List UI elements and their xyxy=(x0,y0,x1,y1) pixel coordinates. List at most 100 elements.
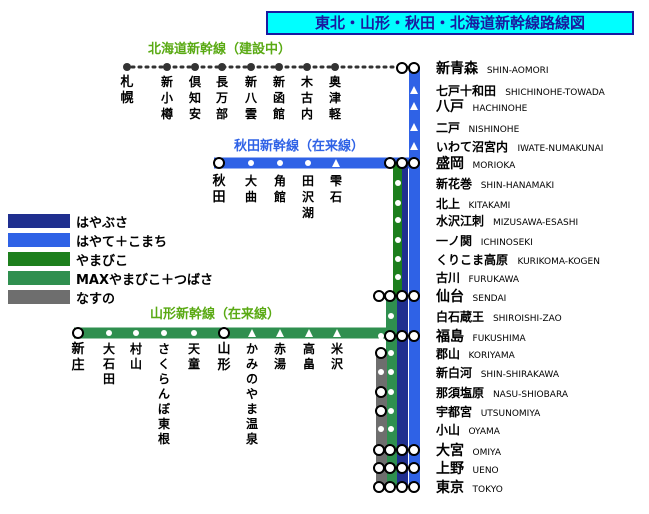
station-romaji: SHIROISHI-ZAO xyxy=(493,314,562,324)
trunk-triangle xyxy=(410,123,418,131)
station-label-char: さ xyxy=(158,342,170,356)
trunk-station-dot xyxy=(378,333,384,339)
major-station-node xyxy=(375,347,387,359)
station-label: 雫石 xyxy=(329,174,342,204)
major-station-node xyxy=(375,405,387,417)
station-label-char: 山 xyxy=(217,341,230,357)
yamagata-station-node xyxy=(161,330,167,336)
station-label-char: 村 xyxy=(130,341,142,356)
station-label-char: 角 xyxy=(274,173,286,188)
hokkaido-station-node xyxy=(331,63,339,71)
major-station-node xyxy=(408,157,420,169)
station-label: 倶知安 xyxy=(188,74,202,121)
major-station-node xyxy=(384,462,396,474)
major-station-node xyxy=(408,462,420,474)
station-romaji: SHIN-HANAMAKI xyxy=(481,181,554,191)
station-label-char: 天 xyxy=(188,342,201,356)
station-label: 二戸 xyxy=(436,121,460,135)
major-station-node xyxy=(396,62,408,74)
station-label: 高畠 xyxy=(303,341,315,371)
major-station-node xyxy=(375,386,387,398)
akita-station-node xyxy=(248,160,254,166)
major-station-node xyxy=(384,157,396,169)
station-label-char: 曲 xyxy=(245,189,257,204)
station-label-char: ら xyxy=(158,372,170,386)
station-label-char: ま xyxy=(246,402,258,416)
station-label: いわて沼宮内 xyxy=(436,139,508,154)
station-label-char: 長 xyxy=(216,74,229,89)
station-label-char: 倶 xyxy=(188,74,202,89)
station-label: 七戸十和田 xyxy=(436,83,496,98)
station-label-char: 泉 xyxy=(246,431,259,446)
major-station-node xyxy=(408,290,420,302)
station-label: くりこま高原 xyxy=(436,252,508,267)
major-station-node xyxy=(408,330,420,342)
station-label: 角館 xyxy=(273,173,286,204)
trunk-station-dot xyxy=(378,313,384,319)
station-label: 新函館 xyxy=(272,74,285,121)
hokkaido-station-node xyxy=(275,63,283,71)
station-label: 秋田 xyxy=(212,173,226,205)
hokkaido-station-node xyxy=(303,63,311,71)
station-romaji: KITAKAMI xyxy=(468,201,510,211)
station-label-char: 田 xyxy=(212,190,225,205)
station-label-char: ん xyxy=(158,387,170,401)
nasuno-trunk xyxy=(376,353,387,487)
station-romaji: OYAMA xyxy=(468,427,500,437)
station-romaji: SHICHINOHE-TOWADA xyxy=(505,88,605,98)
station-label-char: く xyxy=(158,357,170,371)
major-station-node xyxy=(408,481,420,493)
yamagata-station-triangle xyxy=(248,329,256,337)
legend-swatch xyxy=(8,214,70,228)
station-label-char: か xyxy=(246,342,258,356)
station-label-char: の xyxy=(246,372,258,386)
akita-station-node xyxy=(277,160,283,166)
station-label: 北上 xyxy=(436,196,460,211)
yamagata-station-node xyxy=(133,330,139,336)
station-label-char: 札 xyxy=(119,74,133,90)
trunk-station-dot xyxy=(388,408,394,414)
station-label-char: 形 xyxy=(217,358,230,373)
station-label-char: 新 xyxy=(245,74,257,89)
station-label: 大宮 xyxy=(436,442,464,459)
station-label-char: 内 xyxy=(301,106,313,121)
major-station-node xyxy=(396,330,408,342)
station-label-char: 沢 xyxy=(331,356,344,371)
station-romaji: SHIN-SHIRAKAWA xyxy=(481,370,560,380)
legend-label: はやて＋こまち xyxy=(76,235,168,250)
hokkaido-station-node xyxy=(163,63,171,71)
station-label: 札幌 xyxy=(119,74,133,106)
hokkaido-station-node xyxy=(191,63,199,71)
station-label: 赤湯 xyxy=(274,341,286,371)
station-label: 新白河 xyxy=(436,365,472,380)
legend-swatch xyxy=(8,233,70,247)
major-station-node xyxy=(373,444,385,456)
station-label-char: 館 xyxy=(273,189,286,204)
station-label-char: 雲 xyxy=(245,107,257,121)
station-label-char: 湖 xyxy=(302,205,314,220)
akita-label: 秋田新幹線（在来線） xyxy=(234,138,364,154)
trunk-station-dot xyxy=(388,350,394,356)
major-station-node xyxy=(384,444,396,456)
station-label: 大石田 xyxy=(102,341,115,386)
major-station-node xyxy=(384,330,396,342)
station-label: 小山 xyxy=(436,422,460,437)
station-label-char: 田 xyxy=(302,174,314,188)
yamagata-station-node xyxy=(106,330,112,336)
station-label: 村山 xyxy=(130,341,142,371)
yamagata-station-node xyxy=(191,330,197,336)
station-label-char: 根 xyxy=(158,431,170,446)
major-station-node xyxy=(384,481,396,493)
station-romaji: TOKYO xyxy=(472,485,503,495)
station-label-char: 軽 xyxy=(329,106,342,121)
station-label: 大曲 xyxy=(245,173,257,204)
station-label: 一ノ関 xyxy=(436,234,472,248)
station-label-char: 部 xyxy=(216,106,228,121)
trunk-station-dot xyxy=(395,200,401,206)
station-romaji: SENDAI xyxy=(473,294,507,304)
station-label-char: 新 xyxy=(71,341,84,357)
station-label-char: ぼ xyxy=(158,402,171,416)
station-label-char: 万 xyxy=(215,91,228,105)
station-label: 新小樽 xyxy=(161,74,173,121)
